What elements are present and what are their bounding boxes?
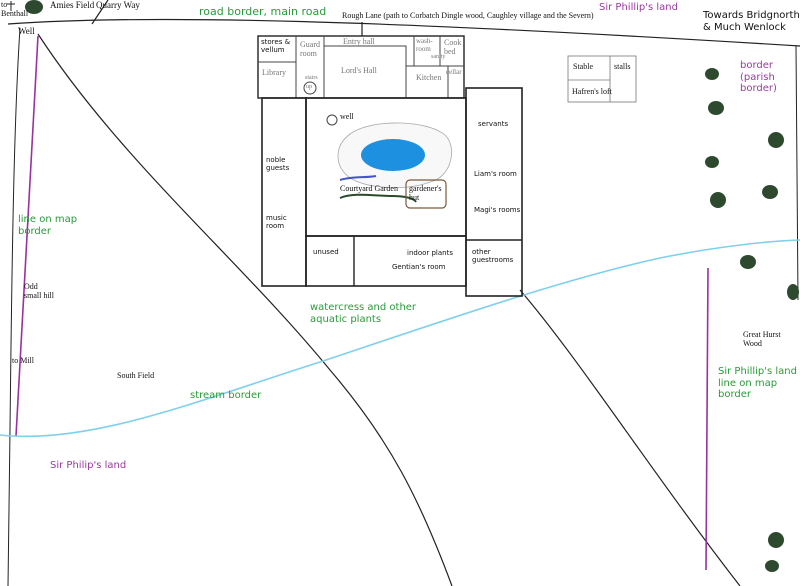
tree-icon — [710, 192, 726, 208]
trees — [25, 0, 799, 572]
gardeners-hut-label: gardener's hut — [409, 184, 442, 203]
stalls-label: stalls — [614, 62, 631, 71]
room-library: Library — [262, 68, 286, 77]
to-mill-label: to Mill — [12, 356, 35, 365]
courtyard-well-label: well — [340, 112, 354, 121]
pond — [361, 139, 425, 171]
to-benthall-label: to Benthall — [1, 0, 29, 19]
room-servants: servants — [478, 120, 509, 128]
main-road — [7, 18, 800, 47]
sir-philip-land-bottom-label: Sir Philip's land — [50, 460, 127, 471]
tree-icon — [705, 68, 719, 80]
room-noble-guests: noble guests — [266, 156, 290, 173]
stairs-up-label: up — [306, 84, 312, 90]
room-unused: unused — [313, 248, 339, 256]
stream — [0, 239, 800, 438]
courtyard-garden-label: Courtyard Garden — [340, 184, 398, 193]
room-kitchen: Kitchen — [416, 73, 442, 82]
stable-building — [567, 55, 637, 103]
rough-lane-label: Rough Lane (path to Corbatch Dingle wood… — [342, 11, 594, 20]
room-stores-vellum: stores & vellum — [261, 38, 291, 55]
room-indoor-plants: indoor plants — [407, 249, 453, 257]
stream-border-label: stream border — [190, 390, 262, 401]
south-field-label: South Field — [117, 371, 155, 380]
room-wash-room: wash- room — [416, 37, 433, 54]
left-parish-border — [15, 35, 39, 437]
hafrens-loft-label: Hafren's loft — [572, 87, 612, 96]
manor-east-wing — [465, 87, 523, 297]
church-cross-icon — [7, 1, 15, 11]
tree-icon — [740, 255, 756, 269]
room-sanity: sanity — [431, 54, 446, 60]
quarry-way-label: Quarry Way — [96, 0, 140, 10]
garden-hedge-blue — [339, 175, 377, 181]
tree-icon — [787, 284, 799, 300]
room-cook-bed: Cook bed — [444, 38, 462, 57]
tree-icon — [762, 185, 778, 199]
right-edge-line — [795, 45, 799, 301]
room-other-guestrooms: other guestrooms — [472, 248, 514, 265]
manor-west-wing — [261, 97, 307, 287]
courtyard-well-icon — [326, 114, 338, 126]
gardeners-hut-box — [405, 179, 447, 209]
room-gentians-room: Gentian's room — [392, 263, 446, 271]
room-guard-room: Guard room — [300, 40, 320, 59]
watercress-label: watercress and other aquatic plants — [310, 302, 417, 325]
stable-label: Stable — [573, 62, 593, 71]
tree-icon — [705, 156, 719, 168]
towards-bridgnorth-label: Towards Bridgnorth, & Much Wenlock — [703, 10, 800, 33]
room-liams-room: Liam's room — [474, 170, 517, 178]
parish-border-label: border (parish border) — [740, 60, 777, 94]
left-edge-line — [7, 27, 21, 586]
tree-icon — [768, 132, 784, 148]
right-diagonal-line — [519, 289, 741, 586]
great-hurst-wood-label: Great Hurst Wood — [743, 330, 781, 349]
room-cellar: cellar — [446, 68, 462, 76]
stairs-label: stairs — [305, 75, 318, 81]
well-left-label: Well — [18, 26, 35, 36]
tree-icon — [25, 0, 43, 14]
garden-hedge-green — [339, 193, 417, 203]
right-parish-border — [705, 267, 709, 571]
tree-icon — [708, 101, 724, 115]
tree-icon — [765, 560, 779, 572]
amies-field-label: Amies Field — [50, 0, 95, 10]
stairs-circle — [303, 81, 317, 95]
road-border-label: road border, main road — [199, 5, 327, 18]
sir-philip-land-right-label: Sir Phillip's land line on map border — [718, 366, 797, 400]
quarry-way — [91, 0, 109, 25]
left-map-border-label: line on map border — [18, 214, 78, 237]
tree-icon — [768, 532, 784, 548]
room-lords-hall: Lord's Hall — [341, 66, 377, 75]
manor-south-wing — [305, 235, 467, 287]
odd-small-hill-label: Odd small hill — [24, 282, 54, 301]
sir-philip-land-top-label: Sir Phillip's land — [599, 2, 678, 13]
room-magis-rooms: Magi's rooms — [474, 206, 521, 214]
room-entry-hall: Entry hall — [343, 37, 375, 46]
diagonal-field-line — [37, 33, 453, 586]
room-music-room: music room — [266, 214, 287, 231]
